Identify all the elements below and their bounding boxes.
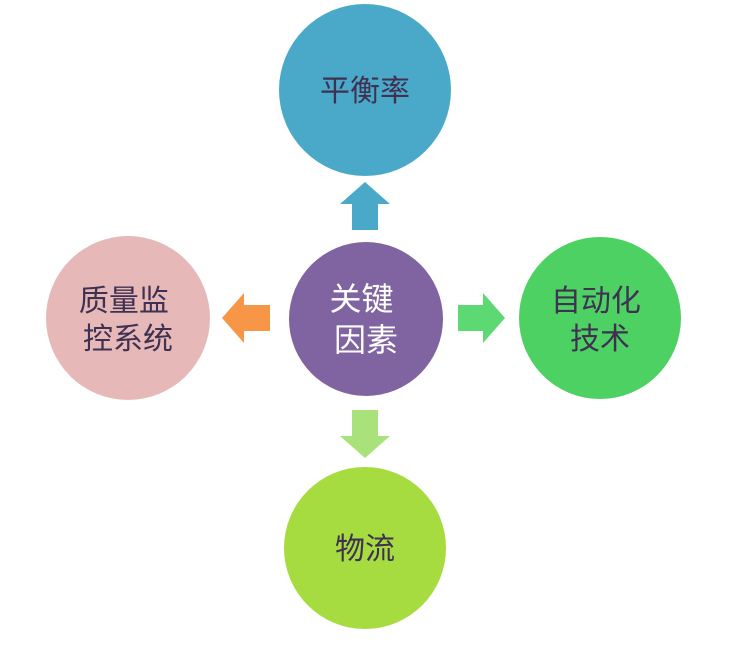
node-logistics bbox=[284, 467, 446, 629]
node-automation-label-line1: 自动化 bbox=[551, 285, 641, 318]
node-quality-monitoring bbox=[46, 236, 210, 400]
node-automation-label-line2: 技术 bbox=[570, 323, 630, 356]
node-balance-rate bbox=[279, 4, 451, 176]
node-quality-monitoring-label: 质量监 控系统 bbox=[79, 285, 177, 356]
node-logistics-label: 物流 bbox=[335, 533, 395, 566]
node-key-factors-label-line1: 关键 bbox=[330, 281, 394, 317]
arrow-down-icon bbox=[340, 410, 390, 458]
node-automation bbox=[519, 237, 681, 399]
arrow-right-icon bbox=[458, 293, 505, 343]
node-quality-monitoring-label-line2: 控系统 bbox=[83, 323, 173, 356]
node-key-factors-label-line2: 因素 bbox=[334, 322, 398, 358]
node-automation-label: 自动化 技术 bbox=[551, 285, 649, 356]
node-quality-monitoring-label-line1: 质量监 bbox=[79, 285, 169, 318]
node-key-factors-label: 关键 因素 bbox=[330, 281, 403, 358]
arrow-left-icon bbox=[222, 293, 270, 343]
node-balance-rate-label: 平衡率 bbox=[320, 75, 410, 108]
arrow-up-icon bbox=[340, 182, 390, 230]
node-key-factors bbox=[289, 242, 443, 396]
